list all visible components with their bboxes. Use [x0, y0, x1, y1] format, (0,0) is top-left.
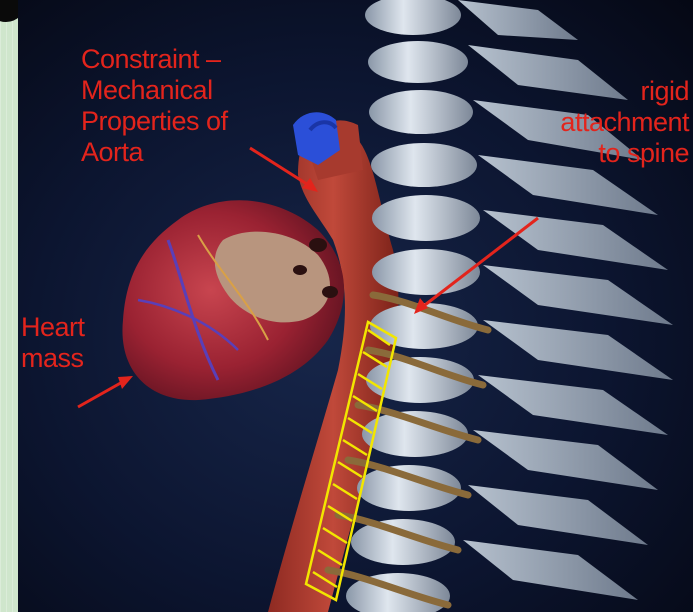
illustration-panel: Constraint – Mechanical Properties of Ao… — [18, 0, 693, 612]
constraint-label-line-1: Constraint – — [81, 44, 228, 75]
constraint-label-line-2: Mechanical — [81, 75, 228, 106]
constraint-label: Constraint – Mechanical Properties of Ao… — [81, 44, 228, 168]
constraint-label-line-3: Properties of — [81, 106, 228, 137]
heart-mass-label: Heart mass — [21, 312, 85, 374]
heart — [122, 200, 344, 400]
rigid-label-line-3: to spine — [560, 138, 689, 169]
rigid-label-line-2: attachment — [560, 107, 689, 138]
rigid-label-line-1: rigid — [560, 76, 689, 107]
heart-label-line-1: Heart — [21, 312, 85, 343]
heart-mass-arrow — [78, 380, 126, 407]
heart-label-line-2: mass — [21, 343, 85, 374]
rigid-attachment-label: rigid attachment to spine — [560, 76, 689, 169]
constraint-label-line-4: Aorta — [81, 137, 228, 168]
